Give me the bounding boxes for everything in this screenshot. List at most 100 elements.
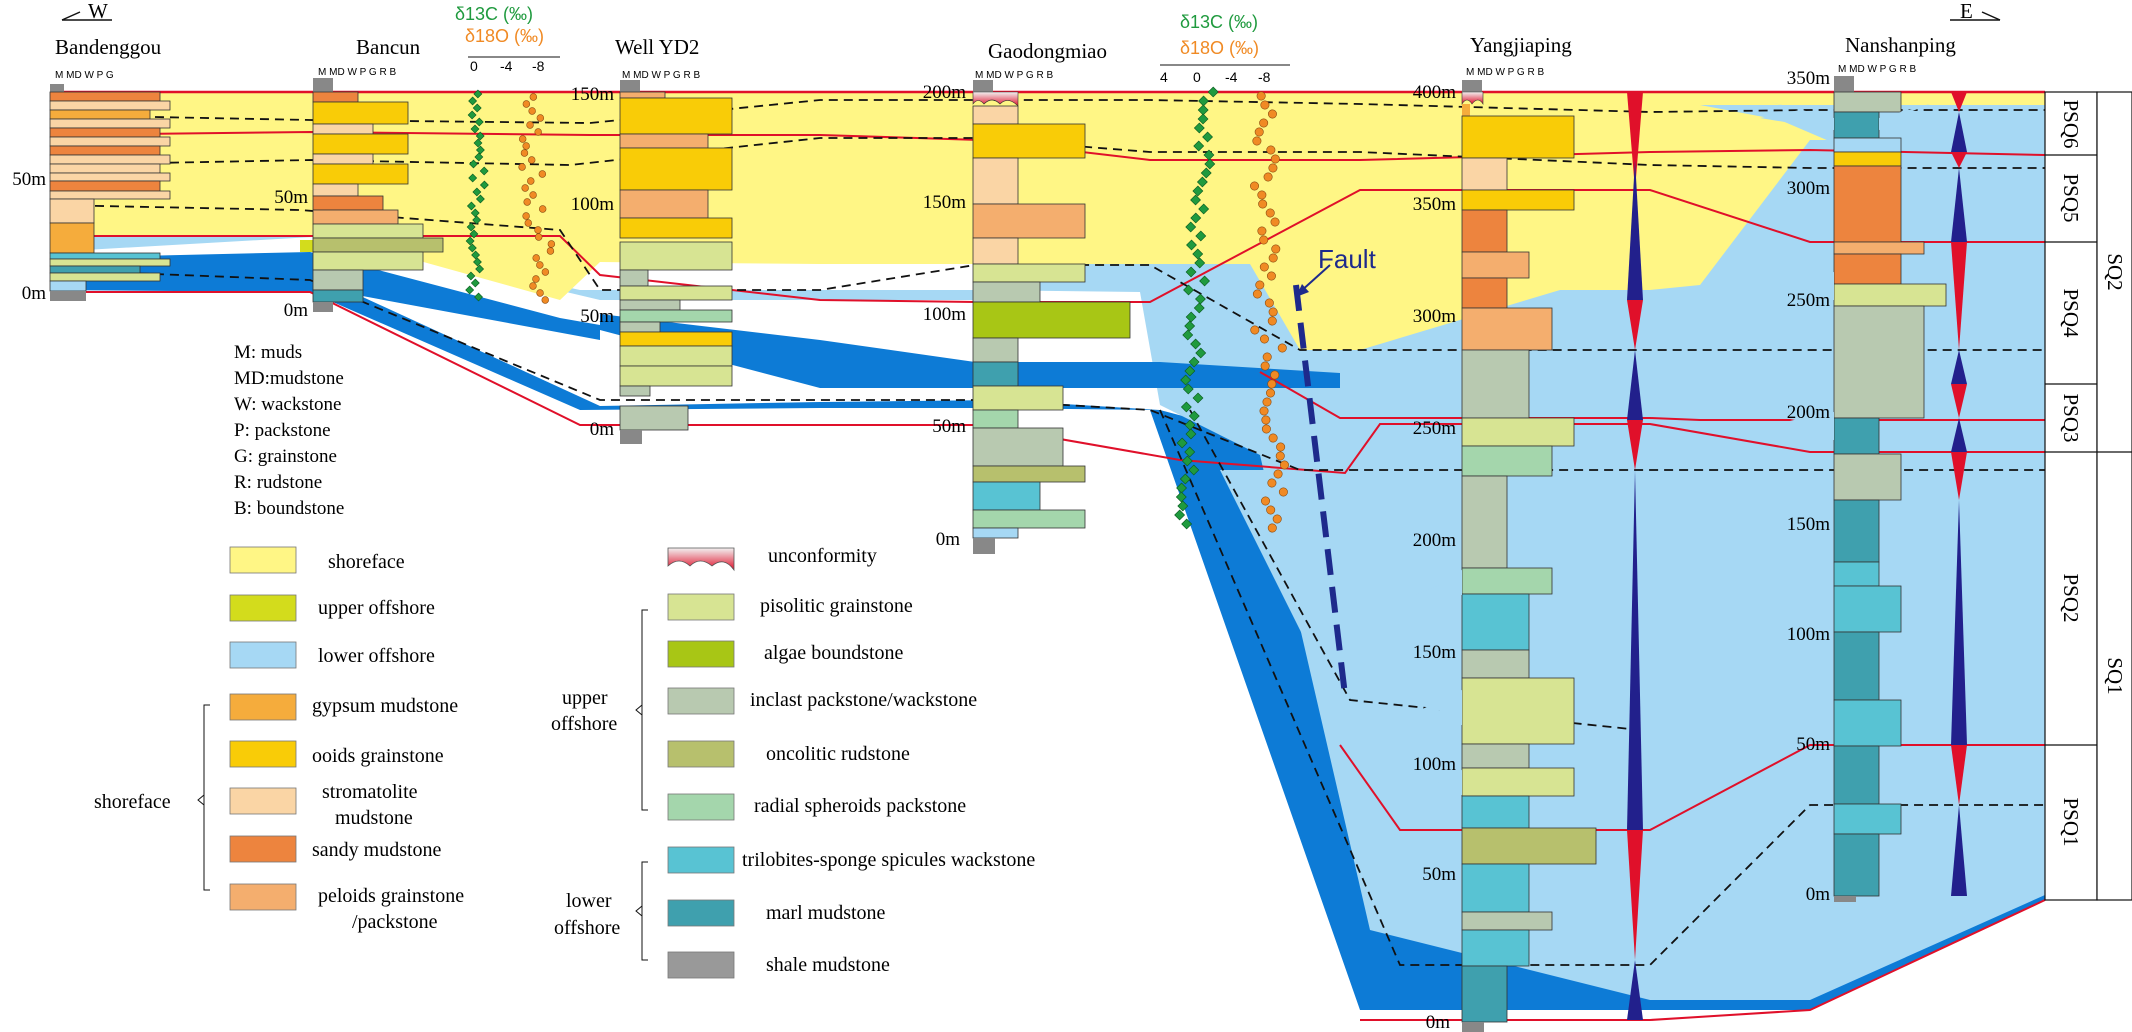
- nanshanping-tri-2: [1951, 112, 1967, 152]
- oxygen-isotope-point: [1261, 424, 1271, 434]
- depth-label: 50m: [12, 169, 46, 190]
- carbon-isotope-point: [1183, 284, 1194, 296]
- carbon-isotope-point: [1200, 167, 1212, 179]
- carbon-isotope-point: [1192, 185, 1204, 197]
- yangjiaping-tri-3: [1627, 300, 1643, 350]
- carbon-isotope-point: [1199, 275, 1210, 287]
- oxygen-isotope-point: [532, 275, 540, 283]
- depth-label: 300m: [1787, 178, 1831, 199]
- depth-label: 50m: [1796, 734, 1830, 755]
- legend-label: stromatolite: [322, 781, 418, 803]
- carbon-isotope-point: [1198, 203, 1210, 215]
- oxygen-isotope-point: [529, 282, 537, 290]
- carbon-isotope-point: [1196, 176, 1208, 188]
- oxygen-isotope-point: [1261, 496, 1271, 506]
- oxygen-isotope-point: [1262, 397, 1272, 407]
- isotope-tick: -4: [500, 58, 513, 74]
- isotope-curves-bancun: [465, 89, 556, 304]
- unconformity-icon: [667, 547, 735, 572]
- oxygen-isotope-point: [535, 233, 543, 241]
- legend-group-label: offshore: [554, 917, 620, 939]
- nanshanping-tri-3: [1951, 152, 1967, 168]
- abbreviation-item: B: boundstone: [234, 498, 344, 519]
- legend-unconformity: unconformity: [667, 545, 877, 572]
- oxygen-isotope-point: [536, 261, 544, 269]
- yangjiaping-tri-8: [1627, 960, 1643, 1020]
- legend-swatch: [229, 546, 297, 574]
- carbon-isotope-point: [474, 152, 484, 162]
- deep-offshore-strip-west: [50, 252, 600, 340]
- oxygen-isotope-point: [1279, 460, 1289, 470]
- carbon-isotope-point: [1185, 221, 1197, 233]
- oxygen-isotope-point: [1267, 478, 1277, 488]
- sequence-label-sq2: SQ2: [2103, 253, 2127, 290]
- legend-swatch: [229, 787, 297, 815]
- carbon-isotope-point: [1188, 464, 1200, 476]
- oxygen-isotope-point: [1252, 136, 1262, 146]
- oxygen-isotope-point: [1250, 325, 1260, 335]
- carbon-isotope-point: [473, 138, 483, 148]
- fault-label: Fault: [1318, 244, 1377, 274]
- carbon-isotope-point: [1190, 194, 1201, 206]
- depth-label: 50m: [1422, 864, 1456, 885]
- carbon-isotope-point: [470, 278, 480, 288]
- sequence-label-psq4: PSQ4: [2059, 288, 2083, 338]
- dashed-3: [49, 204, 2045, 351]
- carbon-isotope-point: [475, 264, 485, 274]
- dashed-2: [49, 137, 2045, 169]
- depth-label: 350m: [1787, 68, 1831, 89]
- legend-label: ooids grainstone: [312, 745, 444, 767]
- carbon-isotope-point: [1177, 500, 1189, 512]
- section-title-bancun: Bancun: [356, 35, 421, 59]
- carbon-isotope-point: [473, 89, 483, 99]
- texture-header-bandenggou: M MD W P G: [55, 70, 114, 81]
- isotope-tick: 0: [470, 58, 478, 74]
- nanshanping-tri-6: [1951, 350, 1967, 384]
- legend-swatch: [229, 883, 297, 911]
- depth-label: 100m: [1787, 624, 1831, 645]
- depth-label: 100m: [571, 194, 615, 215]
- carbon-isotope-point: [1188, 356, 1200, 368]
- log-yangjiaping: [1405, 80, 1610, 1032]
- fault-arrow-head: [1296, 284, 1309, 297]
- depth-label: 50m: [580, 306, 614, 327]
- carbon-isotope-point: [1192, 392, 1204, 404]
- carbon-isotope-point: [1193, 122, 1205, 134]
- legend-label: gypsum mudstone: [312, 695, 458, 717]
- dashed-1: [49, 99, 2045, 124]
- depth-label: 350m: [1413, 194, 1457, 215]
- nanshanping-tri-12: [1951, 805, 1967, 896]
- abbreviation-item: W: wackstone: [234, 394, 341, 415]
- carbon-isotope-point: [1175, 491, 1187, 503]
- oxygen-isotope-point: [1273, 469, 1283, 479]
- legend-swatch: [229, 641, 297, 669]
- oxygen-isotope-point: [522, 142, 530, 150]
- section-title-gaodongmiao: Gaodongmiao: [988, 39, 1107, 63]
- legend-group-label: offshore: [551, 713, 617, 735]
- texture-header-nanshanping: M MD W P G R B: [1838, 64, 1916, 75]
- east-indicator: E: [1950, 0, 2001, 23]
- section-title-nanshanping: Nanshanping: [1845, 33, 1956, 57]
- carbon-isotope-point: [1195, 230, 1207, 242]
- sequence-column: PSQ6 PSQ5 PSQ4 PSQ3 PSQ2 PSQ1 SQ2 SQ1: [2044, 91, 2132, 901]
- legend-swatch: [229, 740, 297, 768]
- oxygen-isotope-point: [518, 163, 526, 171]
- oxygen-isotope-point: [1256, 91, 1266, 101]
- oxygen-isotope-point: [1270, 217, 1280, 227]
- oxygen-isotope-point: [1259, 334, 1269, 344]
- legend-label: shale mudstone: [766, 954, 890, 976]
- section-title-well-yd2: Well YD2: [615, 35, 699, 59]
- carbon-isotope-point: [466, 201, 476, 211]
- carbon-isotope-point: [1180, 374, 1192, 386]
- west-label: W: [88, 0, 108, 23]
- carbon-isotope-point: [1179, 473, 1191, 485]
- oxygen-isotope-point: [1267, 523, 1277, 533]
- carbon-isotope-point: [474, 117, 484, 127]
- oxygen-isotope-point: [528, 156, 536, 164]
- isotope-axis-bancun: δ13C (‰) δ18O (‰) 0 -4 -8: [455, 4, 560, 74]
- oxygen-isotope-point: [536, 114, 545, 122]
- oxygen-isotope-point: [522, 100, 531, 108]
- oxygen-isotope-point: [524, 219, 532, 227]
- carbon-isotope-point: [466, 271, 476, 281]
- oxygen-isotope-point: [541, 296, 549, 304]
